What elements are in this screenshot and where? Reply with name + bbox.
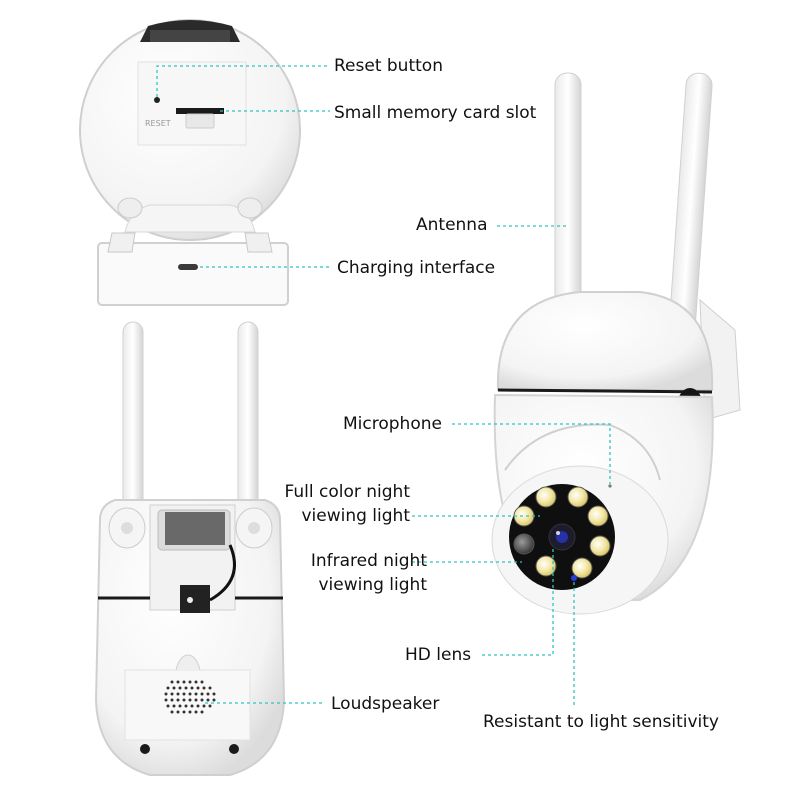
- label-hd-lens: HD lens: [405, 645, 472, 665]
- label-infrared-night-light: Infrared night viewing light: [240, 549, 427, 597]
- full-color-led: [535, 486, 557, 508]
- full-color-led: [587, 505, 609, 527]
- full-color-led: [571, 557, 593, 579]
- label-charging-interface: Charging interface: [337, 258, 496, 278]
- leader-reset: [156, 65, 330, 97]
- microphone-hole: [608, 484, 612, 488]
- reset-hole: [154, 97, 160, 103]
- label-infrared-line1: Infrared night: [310, 551, 427, 571]
- label-full-color-line2: viewing light: [301, 506, 410, 526]
- full-color-led: [567, 486, 589, 508]
- full-color-led: [589, 535, 611, 557]
- infrared-led: [513, 533, 535, 555]
- label-full-color-line1: Full color night: [284, 482, 410, 502]
- label-memory-card-slot: Small memory card slot: [334, 103, 537, 123]
- label-antenna: Antenna: [416, 215, 488, 235]
- label-full-color-night-light: Full color night viewing light: [240, 480, 410, 528]
- open-back-camera: [94, 321, 286, 776]
- antenna-left: [554, 72, 582, 309]
- back-view-camera: RESET: [79, 19, 301, 306]
- leader-lines: [156, 65, 611, 706]
- antenna-right: [669, 72, 713, 334]
- reset-print: RESET: [145, 119, 171, 128]
- label-microphone: Microphone: [343, 414, 442, 434]
- label-loudspeaker: Loudspeaker: [331, 694, 440, 714]
- front-view-camera: [491, 72, 741, 615]
- full-color-led: [535, 555, 557, 577]
- memory-card-slot: [176, 108, 224, 114]
- label-reset-button: Reset button: [334, 56, 443, 76]
- charging-port: [178, 264, 198, 270]
- label-infrared-line2: viewing light: [318, 575, 427, 595]
- light-sensor: [571, 575, 577, 581]
- speaker-grille: [164, 680, 216, 714]
- leader-microphone: [452, 423, 611, 484]
- label-light-sensitivity: Resistant to light sensitivity: [483, 712, 719, 732]
